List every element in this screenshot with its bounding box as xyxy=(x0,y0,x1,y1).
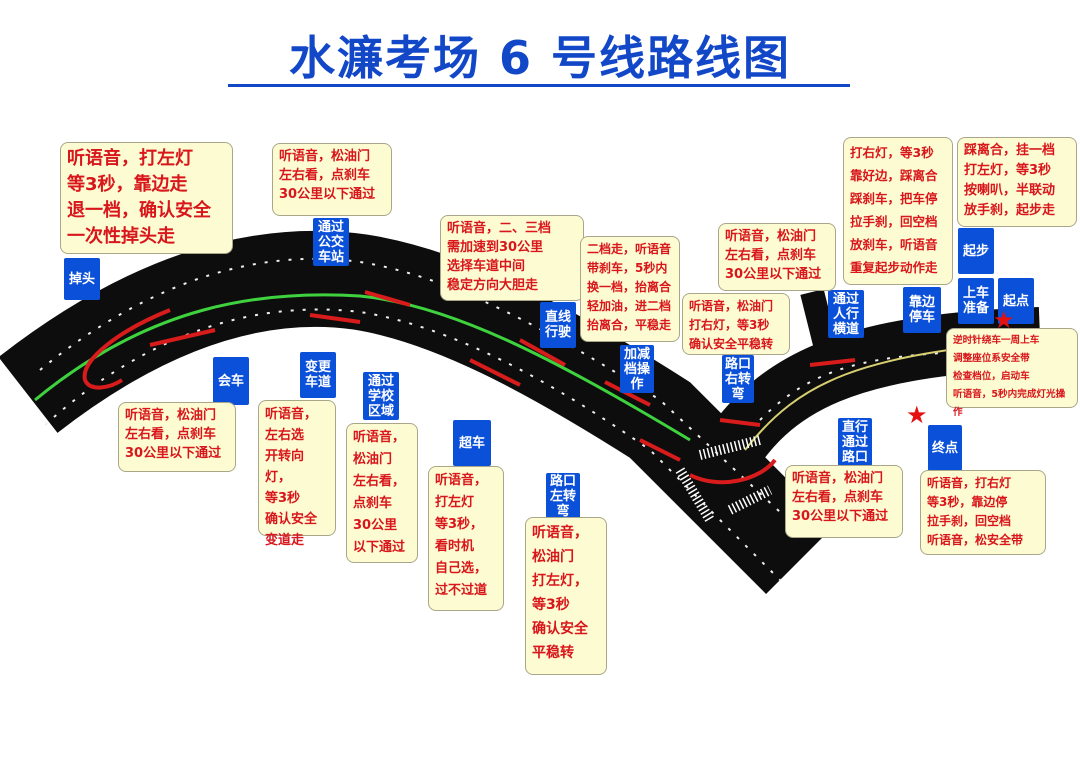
note-right-turn: 听语音，松油门 打右灯，等3秒 确认安全平稳转 xyxy=(682,293,790,355)
center-line xyxy=(34,293,691,442)
note-start-off: 踩离合，挂一档 打左灯，等3秒 按喇叭，半联动 放手刹，起步走 xyxy=(957,137,1077,227)
label-lane-change: 变更 车道 xyxy=(300,352,336,398)
label-pull-over: 靠边 停车 xyxy=(903,287,941,333)
start-star-icon: ★ xyxy=(993,306,1015,334)
route-arrow xyxy=(364,290,411,307)
route-arrow xyxy=(719,418,761,427)
label-straight: 直线 行驶 xyxy=(540,302,576,348)
note-left-turn: 听语音， 松油门 打左灯， 等3秒 确认安全 平稳转 xyxy=(525,517,607,675)
label-meeting: 会车 xyxy=(213,357,249,405)
label-bus-stop: 通过 公交 车站 xyxy=(313,218,349,266)
label-overtake: 超车 xyxy=(453,420,491,466)
route-arrow xyxy=(519,338,566,367)
label-gear: 加减 档操 作 xyxy=(620,345,654,393)
end-star-icon: ★ xyxy=(906,401,928,429)
label-end-point: 终点 xyxy=(928,425,962,471)
page-title: 水濂考场 6 号线路线图 xyxy=(288,31,792,85)
left-turn-arrow xyxy=(689,458,777,485)
u-turn-arrow xyxy=(82,308,171,390)
note-bus-stop: 听语音，松油门 左右看，点刹车 30公里以下通过 xyxy=(272,143,392,216)
route-arrow xyxy=(809,358,856,367)
route-arrow xyxy=(469,358,521,387)
label-right-turn: 路口 右转 弯 xyxy=(722,355,754,403)
title-underline xyxy=(228,84,850,87)
route-arrow xyxy=(149,328,216,347)
note-prepare: 逆时针绕车一周上车 调整座位系安全带 检查档位，启动车 听语音，5秒内完成灯光操… xyxy=(946,328,1078,418)
route-arrows xyxy=(82,290,856,485)
note-straight: 听语音，二、三档 需加速到30公里 选择车道中间 稳定方向大胆走 xyxy=(440,215,584,301)
route-arrow xyxy=(604,380,651,407)
note-crosswalk: 听语音，松油门 左右看，点刹车 30公里以下通过 xyxy=(718,223,836,291)
note-overtake: 听语音， 打左灯 等3秒， 看时机 自己选， 过不过道 xyxy=(428,466,504,611)
note-end-point: 听语音，打右灯 等3秒，靠边停 拉手刹，回空档 听语音，松安全带 xyxy=(920,470,1046,555)
label-school: 通过 学校 区域 xyxy=(363,372,399,420)
note-school: 听语音， 松油门 左右看， 点刹车 30公里 以下通过 xyxy=(346,423,418,563)
label-crosswalk: 通过 人行 横道 xyxy=(828,290,864,338)
crosswalk xyxy=(675,435,773,523)
note-meeting: 听语音，松油门 左右看，点刹车 30公里以下通过 xyxy=(118,402,236,472)
note-gear: 二档走，听语音 带刹车，5秒内 换一档，抬离合 轻加油，进二档 抬离合，平稳走 xyxy=(580,236,680,342)
label-start-off: 起步 xyxy=(958,228,994,274)
label-straight-intersection: 直行 通过 路口 xyxy=(838,418,872,466)
note-lane-change: 听语音， 左右选 开转向灯， 等3秒 确认安全 变道走 xyxy=(258,400,336,548)
label-u-turn: 掉头 xyxy=(64,258,100,300)
route-arrow xyxy=(639,438,681,462)
label-prepare: 上车 准备 xyxy=(958,278,994,324)
route-arrow xyxy=(309,313,361,324)
label-start-point: 起点 xyxy=(998,278,1034,324)
note-straight-intersection: 听语音，松油门 左右看，点刹车 30公里以下通过 xyxy=(785,465,903,538)
note-u-turn: 听语音，打左灯 等3秒，靠边走 退一档，确认安全 一次性掉头走 xyxy=(60,142,233,254)
label-left-turn: 路口 左转 弯 xyxy=(546,473,580,519)
note-pull-over: 打右灯，等3秒 靠好边，踩离合 踩刹车，把车停 拉手刹，回空档 放刹车，听语音 … xyxy=(843,137,953,285)
